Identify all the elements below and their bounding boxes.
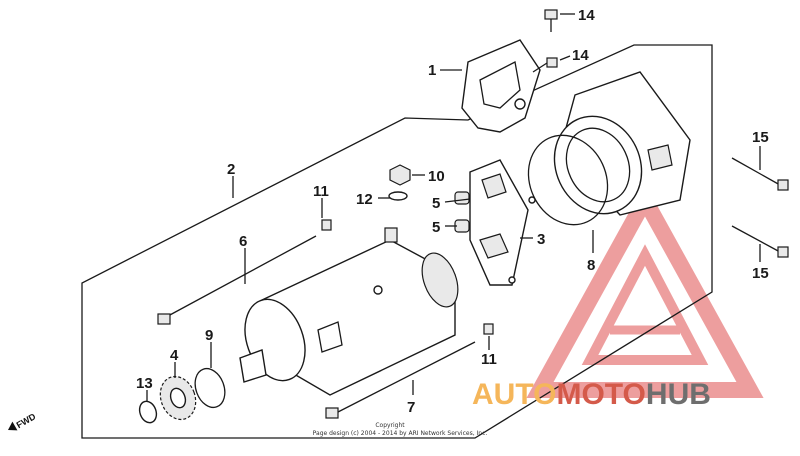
callout-8: 8 — [587, 257, 595, 274]
o-ring-part — [527, 134, 609, 226]
callout-14-top: 14 — [578, 7, 595, 24]
callout-1: 1 — [428, 62, 436, 79]
bracket-part — [461, 39, 541, 133]
callout-10: 10 — [428, 168, 445, 185]
forward-label: FWD — [15, 411, 38, 430]
forward-direction-marker: FWD — [8, 411, 38, 431]
bolt-14-lower — [532, 57, 558, 73]
bolt-15-lower — [731, 225, 789, 258]
through-bolt-6 — [157, 235, 317, 325]
nut-11-lower — [483, 323, 494, 335]
callout-12: 12 — [356, 191, 373, 208]
callout-5-upper: 5 — [432, 195, 440, 212]
forward-arrow-icon — [8, 421, 18, 431]
bolt-14-top — [544, 9, 558, 32]
callout-2: 2 — [227, 161, 235, 178]
callout-6: 6 — [239, 233, 247, 250]
brush-5-upper — [454, 191, 470, 205]
pinion-gear-part — [159, 375, 197, 421]
callout-7: 7 — [407, 399, 415, 416]
callout-9: 9 — [205, 327, 213, 344]
through-bolt-7 — [325, 341, 476, 419]
callout-14-lower: 14 — [572, 47, 589, 64]
rear-cover-housing — [553, 71, 691, 216]
callout-15-lower: 15 — [752, 265, 769, 282]
callout-3: 3 — [537, 231, 545, 248]
assembly-outline — [81, 44, 713, 439]
nut-11-upper — [321, 219, 332, 231]
copyright-line-1: Copyright — [375, 422, 405, 429]
copyright-line-2: Page design (c) 2004 - 2014 by ARI Netwo… — [313, 430, 488, 437]
bolt-15-upper — [731, 157, 789, 191]
washer-part — [388, 191, 408, 201]
small-o-ring-part — [194, 367, 226, 409]
callout-11-lower: 11 — [481, 351, 497, 368]
watermark-hub: HUB — [646, 378, 711, 411]
callout-4: 4 — [170, 347, 179, 364]
gear-washer-part — [138, 400, 158, 424]
watermark-moto: MOTO — [556, 378, 645, 411]
callout-13: 13 — [136, 375, 153, 392]
brush-5-lower — [454, 219, 470, 233]
watermark-auto: AUTO — [472, 378, 556, 411]
callout-15-upper: 15 — [752, 129, 769, 146]
callout-5-lower: 5 — [432, 219, 440, 236]
callout-11-upper: 11 — [313, 183, 329, 200]
watermark-wordmark: AUTOMOTOHUB — [472, 378, 711, 411]
brush-holder-plate — [469, 159, 536, 286]
nut-part — [389, 164, 411, 186]
watermark-triangle-logo — [526, 183, 764, 398]
leader-lines — [146, 13, 761, 402]
starter-motor-body — [239, 227, 459, 396]
